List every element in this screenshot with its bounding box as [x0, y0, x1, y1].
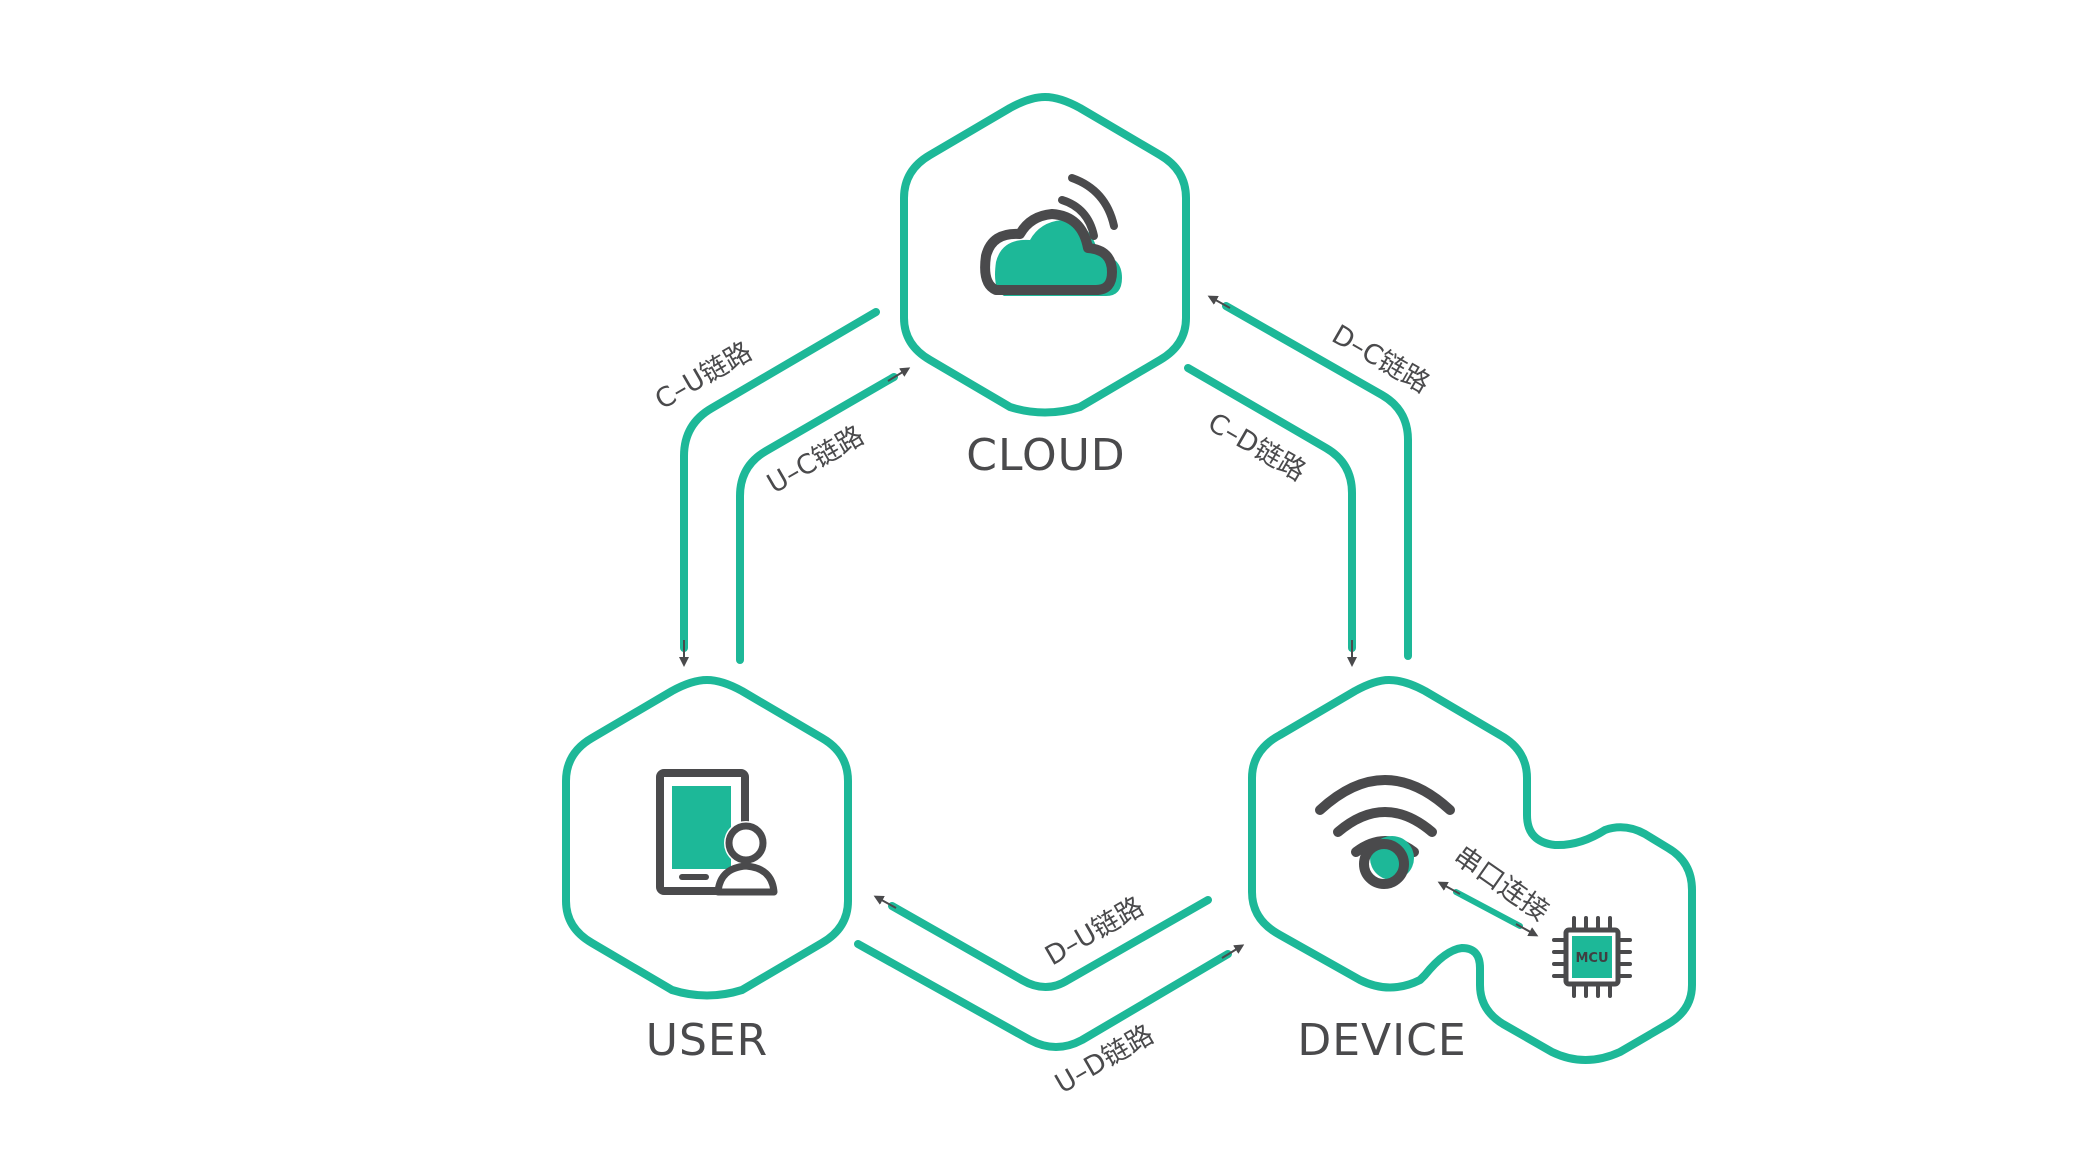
chip-icon: MCU	[1552, 916, 1632, 998]
wifi-icon	[1315, 775, 1455, 889]
link-label-u-c: U–C链路	[762, 420, 869, 500]
link-d-u: D–U链路	[873, 891, 1212, 991]
device-node: DEVICE MCU	[1248, 676, 1696, 1066]
tablet-user-icon	[656, 769, 778, 896]
device-label: DEVICE	[1297, 1015, 1466, 1066]
link-label-d-c: D–C链路	[1327, 319, 1435, 399]
cloud-signal-icon	[980, 174, 1122, 296]
cloud-label: CLOUD	[966, 430, 1125, 481]
cloud-hexagon	[900, 93, 1190, 417]
link-c-u: C–U链路	[650, 308, 880, 667]
link-serial: 串口连接	[1437, 840, 1554, 937]
link-label-c-d: C–D链路	[1203, 407, 1311, 487]
link-label-c-u: C–U链路	[650, 336, 757, 416]
link-c-d: C–D链路	[1184, 364, 1357, 667]
mcu-label: MCU	[1575, 951, 1608, 966]
user-node: USER	[562, 676, 852, 1066]
cloud-node: CLOUD	[900, 93, 1190, 481]
link-label-d-u: D–U链路	[1040, 891, 1149, 972]
link-u-c: U–C链路	[736, 367, 911, 664]
user-label: USER	[646, 1015, 769, 1066]
link-d-c: D–C链路	[1207, 295, 1435, 660]
link-u-d: U–D链路	[854, 940, 1245, 1100]
device-hexagon	[1248, 676, 1696, 1064]
user-hexagon	[562, 676, 852, 1000]
